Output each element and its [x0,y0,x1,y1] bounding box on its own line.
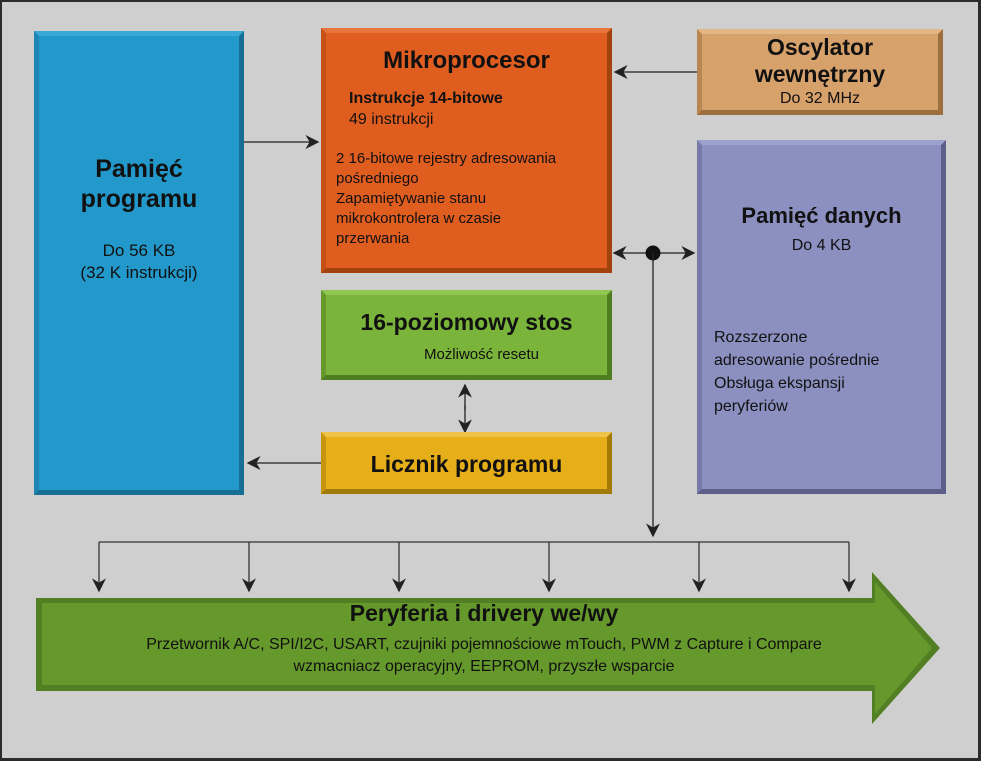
program-memory-instructions: (32 K instrukcji) [80,263,198,282]
program-memory-size: Do 56 KB [102,241,176,260]
data-memory-features: Rozszerzone adresowanie pośrednie Obsług… [714,329,880,415]
microprocessor-features: 2 16-bitowe rejestry adresowania pośredn… [336,150,557,247]
stack-title: 16-poziomowy stos [360,309,573,335]
peripherals-block: Peryferia i drivery we/wy Przetwornik A/… [38,598,930,678]
program-counter-title: Licznik programu [370,451,563,477]
oscillator-frequency: Do 32 MHz [779,90,861,107]
peripherals-title: Peryferia i drivery we/wy [349,600,619,626]
stack-block: 16-poziomowy stos Możliwość resetu [321,290,612,380]
data-memory-block: Pamięć danych Do 4 KB Rozszerzone adreso… [697,140,946,494]
program-memory-details: Do 56 KB (32 K instrukcji) [39,240,239,284]
data-memory-title: Pamięć danych [741,203,902,228]
program-memory-block: Pamięć programu Do 56 KB (32 K instrukcj… [34,31,244,495]
oscillator-block: Oscylator wewnętrzny Do 32 MHz [697,29,943,115]
instruction-count: 49 instrukcji [349,111,434,128]
oscillator-title: Oscylator wewnętrzny [754,34,886,87]
program-counter-block: Licznik programu [321,432,612,494]
stack-subtitle: Możliwość resetu [423,346,540,363]
microprocessor-block: Mikroprocesor Instrukcje 14-bitowe 49 in… [321,28,612,273]
peripherals-line-2: wzmacniacz operacyjny, EEPROM, przyszłe … [293,658,675,675]
instruction-width: Instrukcje 14-bitowe [349,90,503,107]
data-memory-size: Do 4 KB [791,237,852,254]
peripherals-arrow-shape [36,572,940,724]
microprocessor-title: Mikroprocesor [383,47,550,74]
distribution-drops [92,542,856,593]
peripherals-line-1: Przetwornik A/C, SPI/I2C, USART, czujnik… [146,636,822,653]
program-memory-title: Pamięć programu [80,155,198,213]
